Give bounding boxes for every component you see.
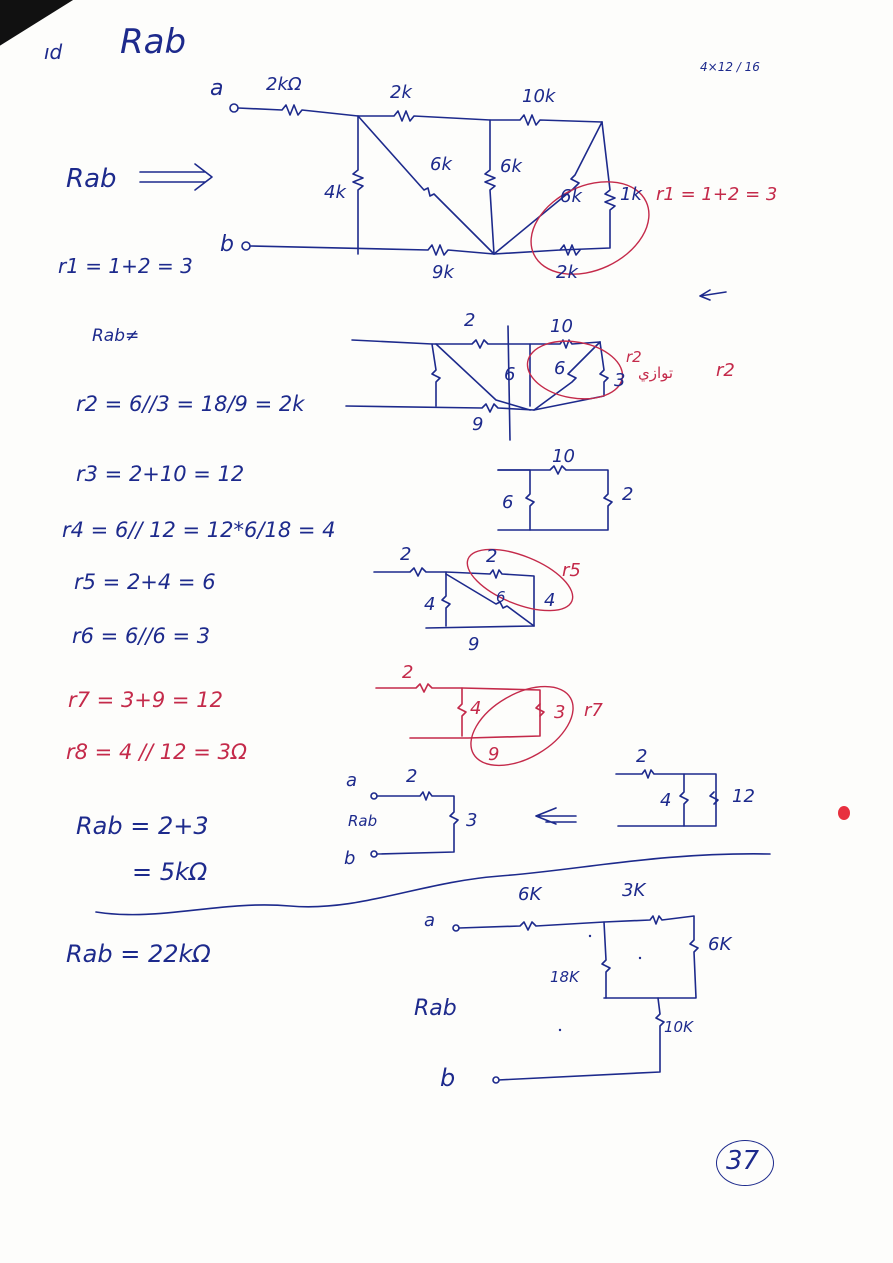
second-terminal-a: a (424, 910, 436, 931)
d5-value-9: 9 (488, 744, 500, 765)
second-resistor-6k-top: 6K (518, 884, 542, 905)
step-r1: r1 = 1+2 = 3 (58, 254, 193, 278)
page-title: Rab (120, 22, 187, 62)
page-number-circle (716, 1140, 774, 1186)
header-fragment: ıd (44, 40, 63, 64)
d6-value-4: 4 (660, 790, 672, 811)
resistor-1k: 1k (620, 184, 642, 205)
main-circuit-wires (139, 103, 727, 301)
d2-value-6a: 6 (504, 364, 516, 385)
d4-value-9: 9 (468, 634, 480, 655)
d2-value-3: 3 (614, 370, 626, 391)
rab-result-line1: Rab = 2+3 (76, 812, 209, 840)
step-r3: r3 = 2+10 = 12 (76, 462, 245, 486)
step-r6: r6 = 6//6 = 3 (72, 624, 211, 648)
step-r8: r8 = 4 // 12 = 3Ω (66, 740, 247, 764)
d4-value-2-top: 2 (486, 546, 498, 567)
resistor-6k-diagonal: 6k (430, 154, 452, 175)
resistor-10k-top: 10k (522, 86, 556, 107)
d2-value-6b: 6 (554, 358, 566, 379)
page-number: 37 (726, 1146, 760, 1176)
resistor-2kohm: 2kΩ (266, 74, 302, 95)
rab-result-line2: = 5kΩ (132, 858, 208, 886)
d2-value-10: 10 (550, 316, 573, 337)
d2-note-parallel-arabic: توازي (638, 364, 674, 382)
second-terminal-b: b (440, 1064, 456, 1092)
diagram-6 (535, 769, 719, 827)
step-r5: r5 = 2+4 = 6 (74, 570, 216, 594)
corner-note: 4×12 / 16 (700, 60, 760, 74)
d6-value-2: 2 (636, 746, 648, 767)
d4-note-r5: r5 (562, 560, 581, 581)
red-ink-dot (838, 806, 850, 820)
resistor-4k: 4k (324, 182, 346, 203)
resistor-6k-right: 6k (560, 186, 582, 207)
second-resistor-6k-right: 6K (708, 934, 732, 955)
d3-value-6: 6 (502, 492, 514, 513)
d3-value-10: 10 (552, 446, 575, 467)
d4-value-4-right: 4 (544, 590, 556, 611)
r1-note-red: r1 = 1+2 = 3 (656, 184, 778, 205)
diagram-4 (373, 567, 535, 629)
d6-value-12: 12 (732, 786, 755, 807)
second-circuit (452, 915, 699, 1084)
d5-value-2: 2 (402, 662, 414, 683)
step-r7: r7 = 3+9 = 12 (68, 688, 223, 712)
d4-value-2-left: 2 (400, 544, 412, 565)
d5-note-r7: r7 (584, 700, 603, 721)
second-resistor-18k: 18K (550, 968, 579, 986)
diagram-7 (370, 791, 459, 858)
d7-value-3: 3 (466, 810, 478, 831)
d7-terminal-b: b (344, 848, 356, 869)
d2-note-r2: r2 (626, 348, 642, 366)
d5-value-4: 4 (470, 698, 482, 719)
second-resistor-10k: 10K (664, 1018, 693, 1036)
d2-value-2: 2 (464, 310, 476, 331)
step-r2: r2 = 6//3 = 18/9 = 2k (76, 392, 305, 416)
resistor-6k-middle: 6k (500, 156, 522, 177)
resistor-9k: 9k (432, 262, 454, 283)
second-answer: Rab = 22kΩ (66, 940, 211, 968)
d4-value-4-left: 4 (424, 594, 436, 615)
second-resistor-3k: 3K (622, 880, 646, 901)
d7-value-2: 2 (406, 766, 418, 787)
terminal-a: a (210, 76, 224, 101)
second-rab-label: Rab (414, 996, 457, 1021)
d3-value-2: 2 (622, 484, 634, 505)
d7-terminal-a: a (346, 770, 358, 791)
resistor-2k-top: 2k (390, 82, 412, 103)
d7-rab-label: Rab (348, 812, 378, 830)
resistor-2k-bottom: 2k (556, 262, 578, 283)
d4-value-6: 6 (496, 588, 506, 606)
d2-value-9: 9 (472, 414, 484, 435)
diagram-3 (497, 465, 613, 531)
d2-note-r2-right: r2 (716, 360, 735, 381)
rab-arrow-label: Rab (66, 164, 117, 194)
terminal-b: b (220, 232, 234, 257)
diagram-5 (375, 683, 545, 739)
d5-value-3: 3 (554, 702, 566, 723)
step-r4: r4 = 6// 12 = 12*6/18 = 4 (62, 518, 336, 542)
step-rab-heading: Rab≠ (92, 326, 140, 346)
